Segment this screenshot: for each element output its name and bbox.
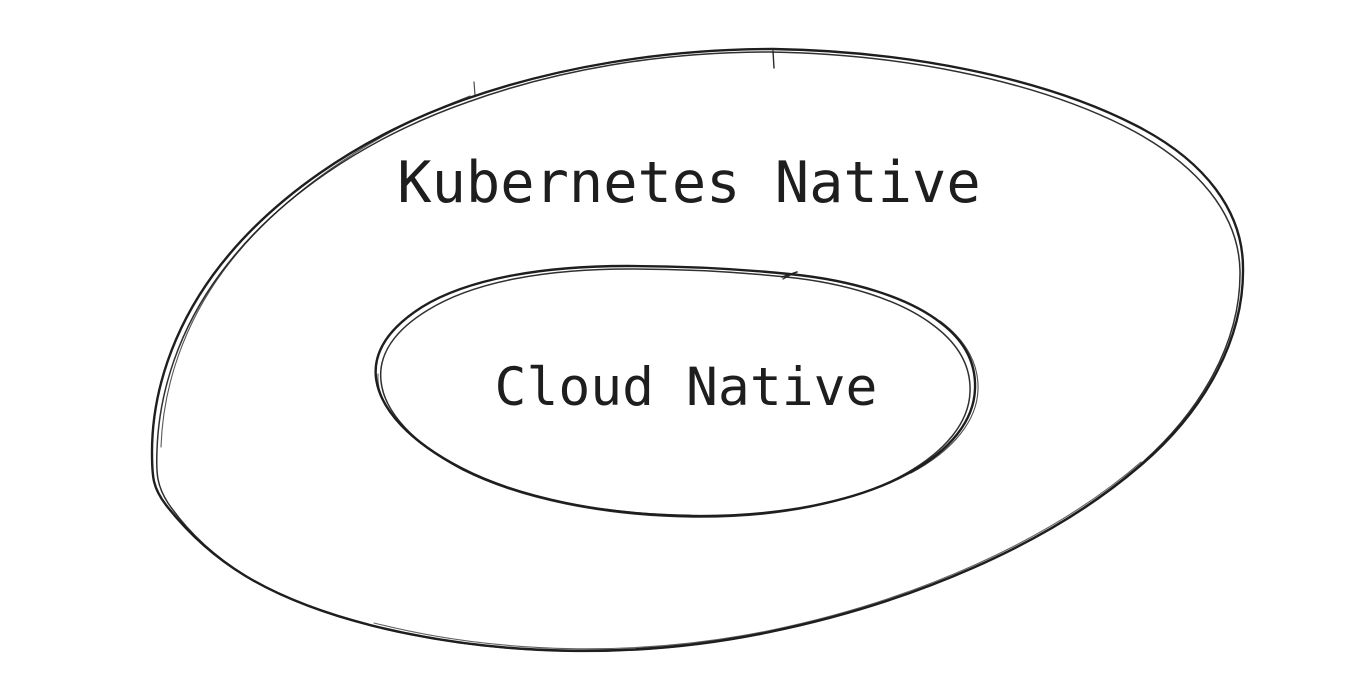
- stroke-end-tick: [473, 81, 476, 96]
- inner-ellipse-label: Cloud Native: [494, 357, 878, 418]
- outer-ellipse-label: Kubernetes Native: [397, 150, 981, 216]
- stroke-start-tick: [781, 271, 798, 278]
- stroke-start-tick: [772, 50, 775, 69]
- outer-ellipse-shape[interactable]: [150, 47, 1245, 653]
- stroke-end-tick: [782, 273, 793, 280]
- inner-ellipse-shape[interactable]: [374, 264, 979, 518]
